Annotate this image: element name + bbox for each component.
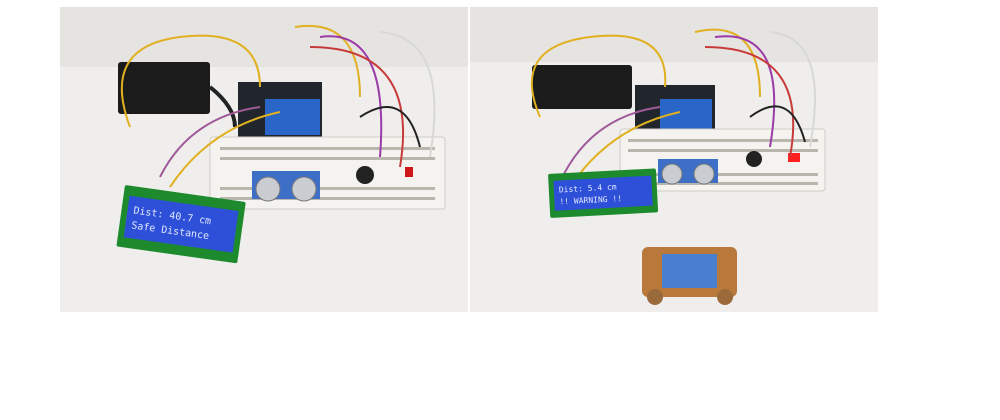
ultrasonic-transducer-right bbox=[291, 176, 317, 202]
buzzer bbox=[356, 166, 374, 184]
arduino-shield bbox=[660, 99, 712, 133]
breadboard-holes bbox=[220, 147, 435, 200]
lcd-screen bbox=[123, 195, 239, 253]
jumper-wires bbox=[120, 24, 436, 188]
lcd-module: Dist: 5.4 cm !! WARNING !! bbox=[548, 168, 659, 218]
photo-divider bbox=[468, 7, 470, 312]
car-roof bbox=[662, 254, 717, 288]
lcd-line-1: Dist: 5.4 cm bbox=[559, 182, 617, 194]
lcd-line-2: !! WARNING !! bbox=[559, 194, 622, 206]
power-cable bbox=[208, 85, 237, 128]
battery-pack bbox=[118, 62, 210, 114]
warning-led bbox=[788, 153, 800, 162]
arduino-shield bbox=[265, 99, 320, 135]
photo-warning: Dist: 5.4 cm !! WARNING !! bbox=[470, 7, 878, 312]
lcd-screen bbox=[553, 175, 653, 211]
warning-scene: Dist: 5.4 cm !! WARNING !! bbox=[470, 7, 878, 312]
ultrasonic-transducer-right bbox=[693, 163, 715, 185]
ultrasonic-transducer-left bbox=[661, 163, 683, 185]
breadboard-holes bbox=[628, 139, 818, 185]
lcd-module: Dist: 40.7 cm Safe Distance bbox=[116, 185, 246, 264]
toy-car bbox=[642, 247, 737, 305]
car-wheel-front-right bbox=[717, 289, 733, 305]
safe-distance-scene: Dist: 40.7 cm Safe Distance bbox=[60, 7, 468, 312]
ultrasonic-transducer-left bbox=[255, 176, 281, 202]
wall bbox=[470, 7, 878, 62]
warning-led bbox=[405, 167, 413, 177]
wall bbox=[60, 7, 468, 67]
buzzer bbox=[746, 151, 762, 167]
photo-safe-distance: Dist: 40.7 cm Safe Distance bbox=[60, 7, 468, 312]
car-wheel-front-left bbox=[647, 289, 663, 305]
battery-pack bbox=[532, 65, 632, 109]
